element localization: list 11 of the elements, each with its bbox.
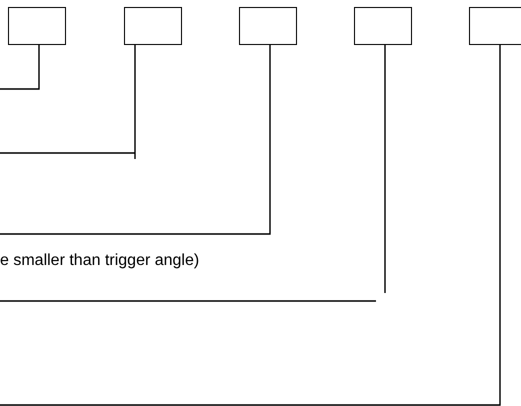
leader-line — [0, 44, 136, 160]
empty-box — [8, 7, 66, 45]
leader-line — [0, 45, 501, 406]
empty-box — [239, 7, 297, 45]
leader-line — [0, 44, 386, 302]
empty-box — [354, 7, 412, 45]
leader-line — [0, 45, 40, 90]
empty-box — [469, 7, 521, 45]
empty-box — [124, 7, 182, 45]
note-text: e smaller than trigger angle) — [0, 252, 200, 270]
leader-line — [0, 45, 271, 235]
